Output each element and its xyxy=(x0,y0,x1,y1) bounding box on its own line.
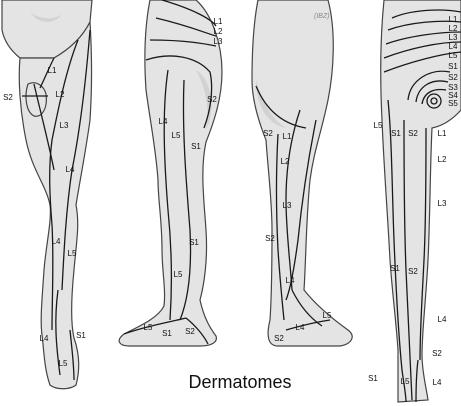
posterior-leg-view xyxy=(381,0,461,402)
posterior-dermatome-label: L1 xyxy=(438,129,447,138)
anterior-dermatome-label: L3 xyxy=(60,121,69,130)
posterior-dermatome-label: L5 xyxy=(374,121,383,130)
anterior-dermatome-label: L4 xyxy=(40,334,49,343)
anterior-dermatome-label: L1 xyxy=(48,66,57,75)
posterior-dermatome-label: S2 xyxy=(448,73,458,82)
posterior-dermatome-label: L4 xyxy=(449,42,458,51)
medial-dermatome-label: S2 xyxy=(274,334,284,343)
anterior-dermatome-label: S2 xyxy=(3,93,13,102)
medial-dermatome-label: L5 xyxy=(323,311,332,320)
lateral-dermatome-label: S1 xyxy=(189,238,199,247)
posterior-dermatome-label: L4 xyxy=(438,315,447,324)
posterior-dermatome-label: L1 xyxy=(449,15,458,24)
anterior-dermatome-label: L5 xyxy=(68,249,77,258)
posterior-dermatome-label: S2 xyxy=(408,267,418,276)
anterior-genital-silhouette xyxy=(26,83,46,117)
medial-dermatome-label: L3 xyxy=(283,201,292,210)
posterior-dermatome-label: S1 xyxy=(390,264,400,273)
lateral-dermatome-label: L3 xyxy=(214,37,223,46)
posterior-dermatome-label: S2 xyxy=(432,349,442,358)
posterior-dermatome-label: S1 xyxy=(448,62,458,71)
lateral-dermatome-label: L4 xyxy=(159,117,168,126)
lateral-dermatome-label: L5 xyxy=(172,131,181,140)
diagram-caption: Dermatomes xyxy=(150,372,330,393)
lateral-dermatome-label: L5 xyxy=(174,270,183,279)
lateral-leg-view xyxy=(119,0,222,346)
posterior-dermatome-label: S1 xyxy=(391,129,401,138)
posterior-dermatome-label: S5 xyxy=(448,99,458,108)
posterior-dermatome-label: L2 xyxy=(449,24,458,33)
posterior-dermatome-label: L2 xyxy=(438,155,447,164)
anterior-dermatome-label: L2 xyxy=(56,90,65,99)
medial-dermatome-label: L4 xyxy=(286,276,295,285)
lateral-dermatome-label: S1 xyxy=(191,142,201,151)
medial-dermatome-label: L1 xyxy=(283,132,292,141)
medial-dermatome-label: L2 xyxy=(281,157,290,166)
lateral-dermatome-label: L2 xyxy=(214,27,223,36)
medial-dermatome-label: S2 xyxy=(265,234,275,243)
anterior-dermatome-label: L5 xyxy=(59,359,68,368)
posterior-dermatome-label: S2 xyxy=(408,129,418,138)
posterior-dermatome-label: L5 xyxy=(401,377,410,386)
posterior-dermatome-label: S1 xyxy=(368,374,378,383)
medial-dermatome-label: L4 xyxy=(296,323,305,332)
lateral-dermatome-label: S2 xyxy=(185,327,195,336)
anterior-dermatome-label: L4 xyxy=(52,237,61,246)
illustration-stamp: (IBZ) xyxy=(314,13,330,20)
anterior-dermatome-label: L4 xyxy=(66,165,75,174)
anterior-dermatome-label: S1 xyxy=(76,331,86,340)
lateral-dermatome-label: S2 xyxy=(207,95,217,104)
lateral-dermatome-label: L5 xyxy=(144,323,153,332)
medial-dermatome-label: S2 xyxy=(263,129,273,138)
lateral-dermatome-label: S1 xyxy=(162,329,172,338)
posterior-dermatome-label: L5 xyxy=(449,51,458,60)
lateral-dermatome-label: L1 xyxy=(214,17,223,26)
posterior-dermatome-label: L3 xyxy=(438,199,447,208)
medial-leg-view xyxy=(252,0,352,346)
posterior-dermatome-label: L3 xyxy=(449,33,458,42)
medial-leg-silhouette xyxy=(252,0,352,346)
posterior-dermatome-label: L4 xyxy=(433,378,442,387)
